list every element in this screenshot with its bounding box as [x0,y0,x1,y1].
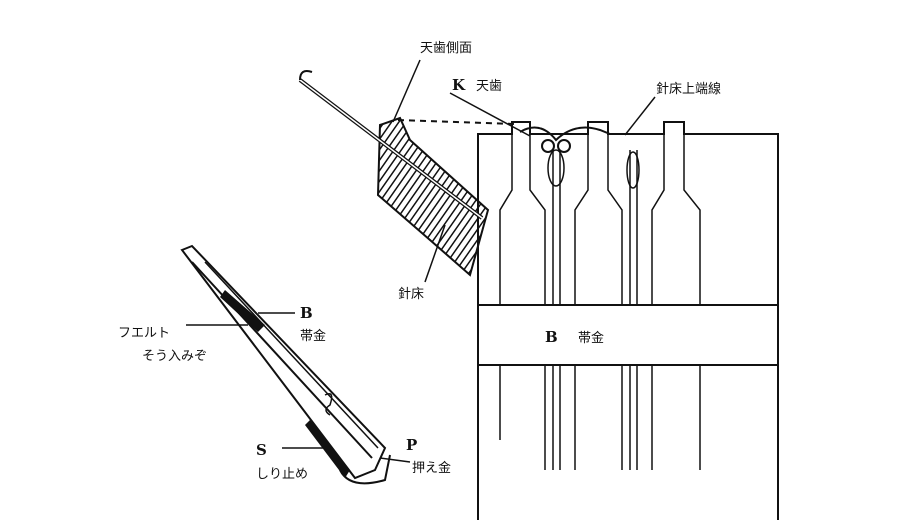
bed-top-dashed-line [397,119,516,125]
leader-lines [186,59,656,463]
band-name: 帯金 [578,330,604,346]
needle-bed-front-view: B 帯金 [477,121,779,520]
label-p-letter: P [406,436,417,454]
label-felt-1: フエルト [118,326,170,341]
label-k-letter: K [452,76,466,94]
band-letter: B [545,328,558,346]
label-k-name: 天歯 [476,79,502,94]
label-needle-bed: 針床 [398,287,424,302]
band-plate [477,304,779,366]
needle-bed-side-section [298,70,490,277]
label-bed-top-line: 針床上端線 [656,81,721,97]
yarn-loop [519,126,611,142]
label-felt-2: そう入みぞ [142,349,207,364]
label-s-name: しり止め [256,467,308,482]
label-s-letter: S [256,441,267,459]
needle-hook [299,70,313,81]
label-b-name: 帯金 [300,328,326,344]
tilted-needle-bed [180,244,391,485]
label-p-name: 押え金 [412,460,451,476]
label-b-letter: B [300,304,313,322]
label-tenba-side: 天歯側面 [420,41,472,56]
